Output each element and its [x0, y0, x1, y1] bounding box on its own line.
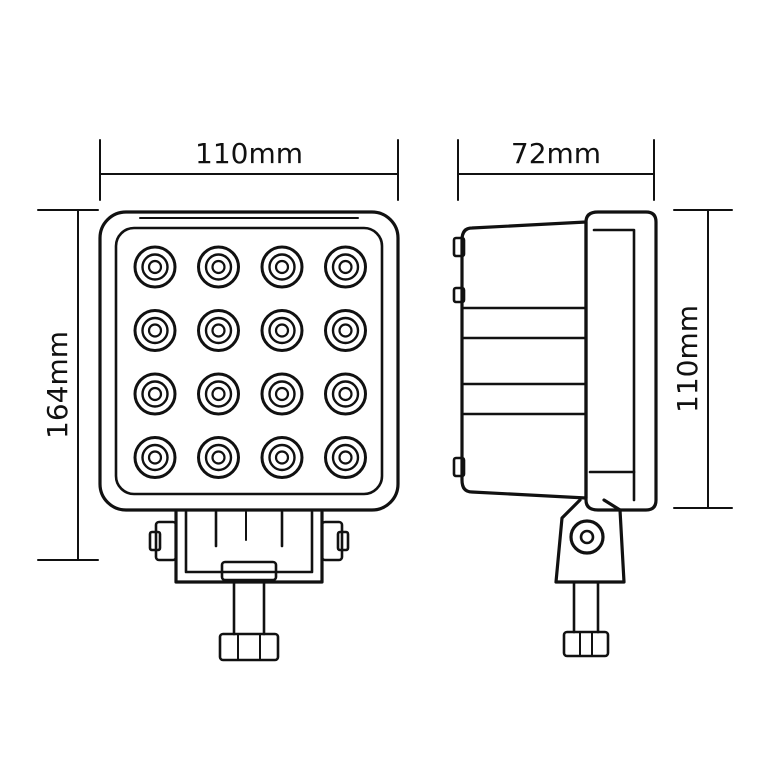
led-icon — [133, 372, 177, 416]
front-width-label: 110mm — [195, 137, 303, 170]
front-height-dimension: 164mm — [37, 209, 99, 561]
side-depth-dimension: 72mm — [457, 137, 655, 201]
front-width-dimension: 110mm — [99, 137, 399, 201]
led-icon — [324, 309, 367, 352]
led-icon — [260, 245, 304, 289]
front-mounting-bracket — [148, 510, 350, 584]
led-icon — [260, 436, 304, 479]
led-grid — [133, 245, 367, 479]
led-icon — [324, 245, 367, 289]
led-icon — [133, 436, 177, 479]
side-height-label: 110mm — [671, 305, 704, 413]
side-mount-stud — [562, 580, 610, 658]
led-icon — [197, 372, 240, 416]
front-height-label: 164mm — [41, 331, 74, 439]
rear-tab-icon — [452, 236, 466, 258]
side-mounting-bracket — [554, 498, 626, 584]
side-housing-body — [460, 220, 588, 500]
side-depth-label: 72mm — [511, 137, 601, 170]
front-view: 110mm 164mm — [37, 137, 400, 662]
front-mount-stud — [218, 580, 280, 662]
side-nut-icon — [562, 630, 610, 658]
led-icon — [197, 245, 240, 289]
side-height-dimension: 110mm — [671, 209, 733, 509]
lens-panel — [114, 226, 384, 496]
led-icon — [133, 245, 177, 289]
front-nut-icon — [218, 632, 280, 662]
led-icon — [197, 436, 240, 479]
led-icon — [260, 309, 304, 352]
side-view: 72mm 110mm — [452, 137, 733, 658]
led-icon — [197, 309, 240, 352]
right-bolt-icon — [320, 520, 344, 562]
pivot-bolt-icon — [569, 519, 605, 555]
side-front-bezel — [584, 210, 658, 512]
housing-outer-frame — [98, 210, 400, 512]
led-icon — [324, 372, 367, 416]
led-icon — [260, 372, 304, 416]
left-bolt-icon — [154, 520, 178, 562]
led-icon — [133, 309, 177, 352]
led-icon — [324, 436, 367, 479]
